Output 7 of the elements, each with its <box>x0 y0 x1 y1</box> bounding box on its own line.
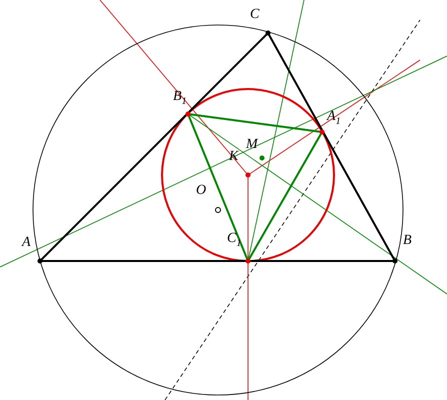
point-label: B <box>403 234 412 248</box>
point-label: A <box>22 236 31 250</box>
point-label: C <box>250 8 260 22</box>
point-label: B$_{1}$ <box>173 90 187 109</box>
point-label: C$_{1}$ <box>227 232 242 251</box>
point-label: O <box>196 184 206 198</box>
point-label: M <box>246 138 258 152</box>
